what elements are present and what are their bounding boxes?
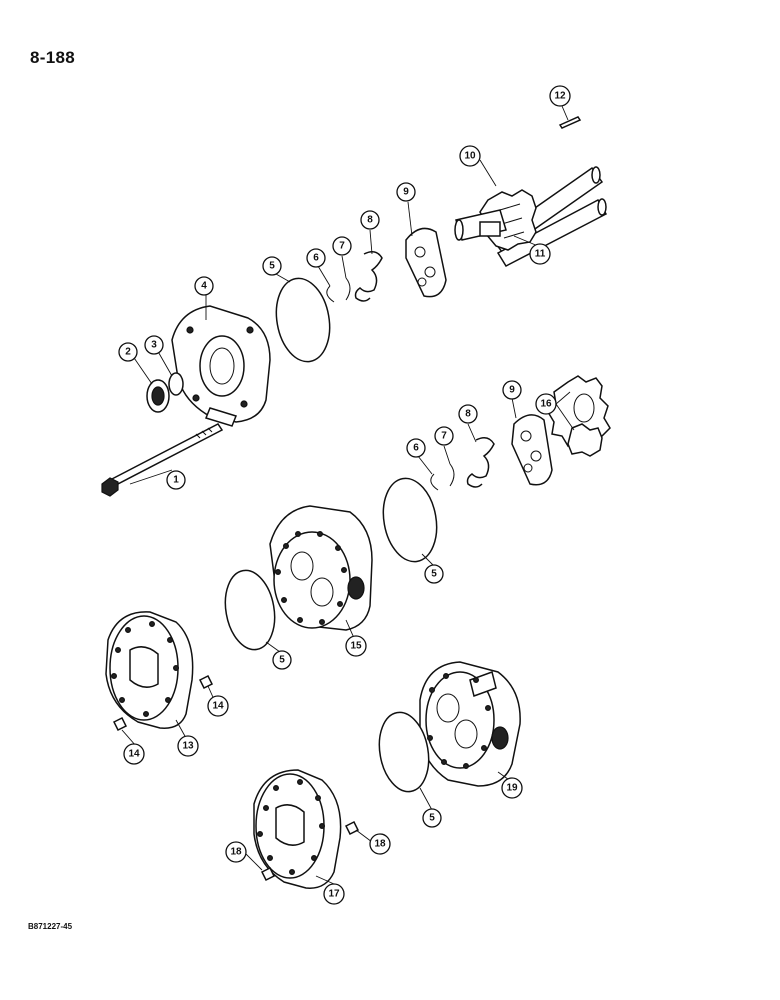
o-ring-bottom: [378, 711, 430, 793]
bearing-inner: [151, 386, 165, 406]
washer: [168, 372, 184, 396]
callout-18-left: 18: [225, 841, 247, 863]
callout-13: 13: [177, 735, 199, 757]
callout-5-middle-left: 5: [272, 650, 292, 670]
callout-6-middle: 6: [406, 438, 426, 458]
svg-text:5: 5: [269, 261, 275, 272]
svg-text:7: 7: [339, 241, 345, 252]
callout-14-right: 14: [207, 695, 229, 717]
svg-text:9: 9: [509, 385, 515, 396]
svg-text:5: 5: [279, 655, 285, 666]
seal-ring-top: [326, 285, 335, 303]
o-ring-middle-left: [224, 569, 276, 651]
callout-19: 19: [501, 777, 523, 799]
callout-9-top: 9: [396, 182, 416, 202]
o-ring-top: [275, 277, 331, 363]
callout-5-middle-right: 5: [424, 564, 444, 584]
adapter-plate-bottom: [253, 769, 342, 889]
callout-18-right: 18: [369, 833, 391, 855]
svg-text:12: 12: [554, 91, 566, 102]
callout-6-top: 6: [306, 248, 326, 268]
shaft-key: [558, 116, 582, 129]
svg-text:19: 19: [506, 783, 518, 794]
svg-text:6: 6: [413, 443, 419, 454]
svg-text:15: 15: [350, 641, 362, 652]
svg-text:5: 5: [431, 569, 437, 580]
svg-text:5: 5: [429, 813, 435, 824]
svg-text:3: 3: [151, 340, 157, 351]
svg-text:9: 9: [403, 187, 409, 198]
callout-17: 17: [323, 883, 345, 905]
bolt: [101, 423, 224, 497]
svg-text:11: 11: [535, 249, 546, 260]
svg-text:18: 18: [374, 839, 386, 850]
callout-3: 3: [144, 335, 164, 355]
wear-plate-top: [405, 227, 447, 298]
gear-set: [547, 375, 611, 457]
callout-15: 15: [345, 635, 367, 657]
callout-11: 11: [529, 243, 551, 265]
svg-text:4: 4: [201, 281, 207, 292]
dowel-pin-bottom-right: [344, 820, 360, 836]
svg-text:16: 16: [540, 399, 552, 410]
svg-text:2: 2: [125, 347, 131, 358]
rear-housing: [419, 661, 521, 787]
callout-5-bottom: 5: [422, 808, 442, 828]
dowel-pin-right: [198, 674, 214, 690]
callout-8-middle: 8: [458, 404, 478, 424]
callout-12: 12: [549, 85, 571, 107]
dowel-pin-left: [112, 716, 128, 732]
svg-text:17: 17: [328, 889, 340, 900]
callout-2: 2: [118, 342, 138, 362]
svg-text:8: 8: [465, 409, 471, 420]
seal-ring-middle: [430, 473, 439, 491]
dowel-pin-bottom-left: [260, 866, 276, 882]
callout-7-top: 7: [332, 236, 352, 256]
svg-text:18: 18: [230, 847, 242, 858]
page-number: 8-188: [30, 48, 75, 67]
gear-housing: [269, 505, 373, 631]
front-cover: [171, 305, 271, 427]
adapter-plate: [105, 611, 194, 729]
svg-text:6: 6: [313, 253, 319, 264]
drive-shaft-gear: [454, 166, 608, 267]
svg-text:1: 1: [173, 475, 179, 486]
svg-text:7: 7: [441, 431, 447, 442]
seal-top: [354, 251, 383, 302]
callout-7-middle: 7: [434, 426, 454, 446]
figure-code: B871227-45: [28, 922, 73, 931]
callout-9-middle: 9: [502, 380, 522, 400]
svg-text:14: 14: [128, 749, 140, 760]
leader-lines: [121, 105, 575, 885]
callout-16: 16: [535, 393, 557, 415]
callout-4: 4: [194, 276, 214, 296]
callout-1: 1: [166, 470, 186, 490]
wear-plate-middle: [511, 414, 553, 486]
svg-text:8: 8: [367, 215, 373, 226]
backup-ring-top: [345, 277, 351, 301]
callout-8-top: 8: [360, 210, 380, 230]
backup-ring-middle: [449, 463, 455, 487]
seal-middle: [466, 437, 495, 488]
svg-text:13: 13: [182, 741, 194, 752]
o-ring-middle-right: [382, 477, 438, 563]
callout-5-top: 5: [262, 256, 282, 276]
callout-14-left: 14: [123, 743, 145, 765]
svg-text:14: 14: [212, 701, 224, 712]
svg-text:10: 10: [464, 151, 476, 162]
callout-10: 10: [459, 145, 481, 167]
